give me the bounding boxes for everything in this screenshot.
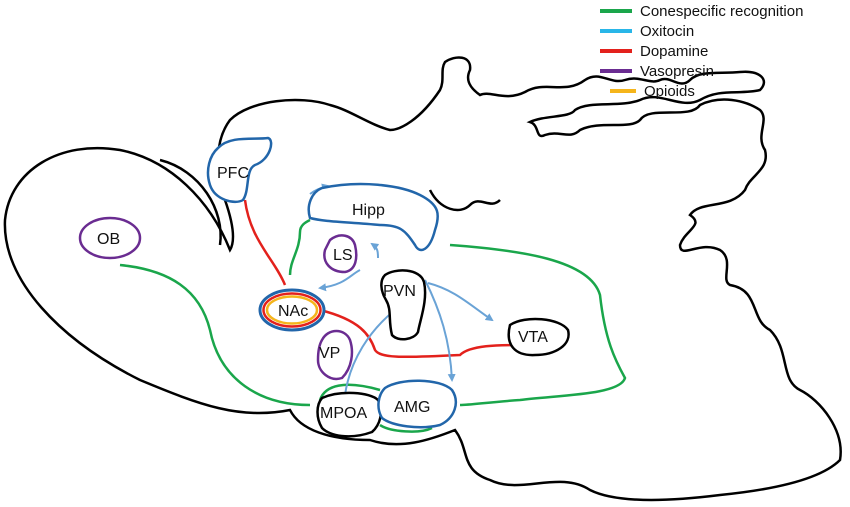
- brain-fold-2: [159, 158, 222, 246]
- pfc-region: PFC: [206, 136, 273, 204]
- ob-label: OB: [97, 231, 120, 248]
- nac-region: NAc: [258, 288, 326, 332]
- vp-region: VP: [316, 329, 354, 381]
- legend-label-vasopresin: Vasopresin: [640, 63, 714, 80]
- ls-region: LS: [323, 234, 358, 274]
- mpoa-label: MPOA: [320, 405, 367, 422]
- legend-label-dopamine: Dopamine: [640, 43, 708, 60]
- nac-label: NAc: [278, 303, 308, 320]
- red-pathways: [243, 199, 519, 359]
- oxytocin-arrows: [309, 183, 494, 396]
- amg-region: AMG: [377, 379, 457, 429]
- vta-label: VTA: [518, 329, 548, 346]
- legend: Conespecific recognition Oxitocin Dopami…: [600, 3, 803, 100]
- hipp-region: Hipp: [307, 182, 439, 252]
- brain-fold-1: [428, 189, 501, 212]
- vp-label: VP: [319, 345, 340, 362]
- pfc-label: PFC: [217, 165, 249, 182]
- pvn-region: PVN: [380, 269, 427, 341]
- legend-label-conespecific: Conespecific recognition: [640, 3, 803, 20]
- legend-label-oxitocin: Oxitocin: [640, 23, 694, 40]
- ls-label: LS: [333, 247, 353, 264]
- legend-label-opioids: Opioids: [644, 83, 695, 100]
- green-pathways: [119, 218, 627, 433]
- mpoa-region: MPOA: [316, 391, 383, 438]
- hipp-label: Hipp: [352, 202, 385, 219]
- pvn-label: PVN: [383, 283, 416, 300]
- amg-label: AMG: [394, 399, 430, 416]
- ob-region: OB: [78, 216, 142, 260]
- vta-region: VTA: [507, 317, 570, 357]
- brain-outline: [3, 56, 842, 502]
